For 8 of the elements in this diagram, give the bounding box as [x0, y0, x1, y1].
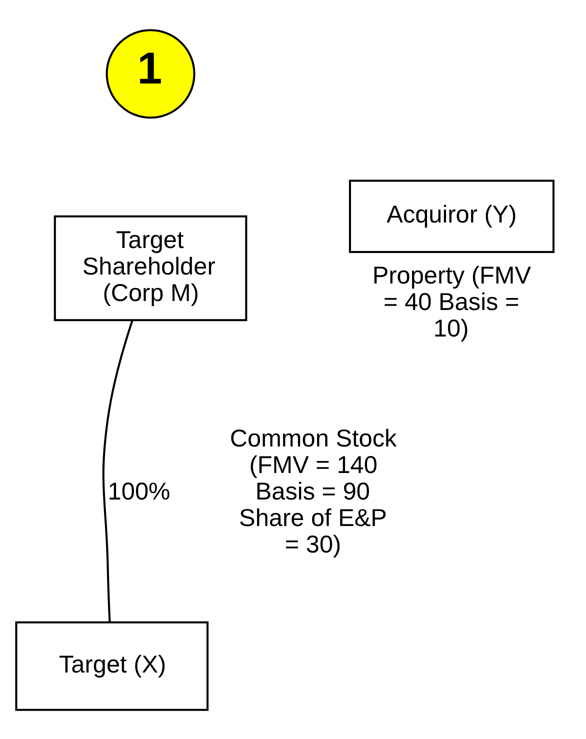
connector — [102, 320, 134, 622]
label: Common Stock (FMV = 140 Basis = 90 Share of E&P = 30) — [230, 425, 397, 558]
node-circle: 1 — [106, 28, 196, 118]
node-box: Target Shareholder (Corp M) — [54, 214, 248, 321]
node-box: Target (X) — [15, 620, 209, 710]
node-box: Acquiror (Y) — [348, 179, 554, 252]
node-label: Property (FMV = 40 Basis = 10) — [372, 262, 532, 342]
edge-label: 100% — [108, 478, 170, 505]
